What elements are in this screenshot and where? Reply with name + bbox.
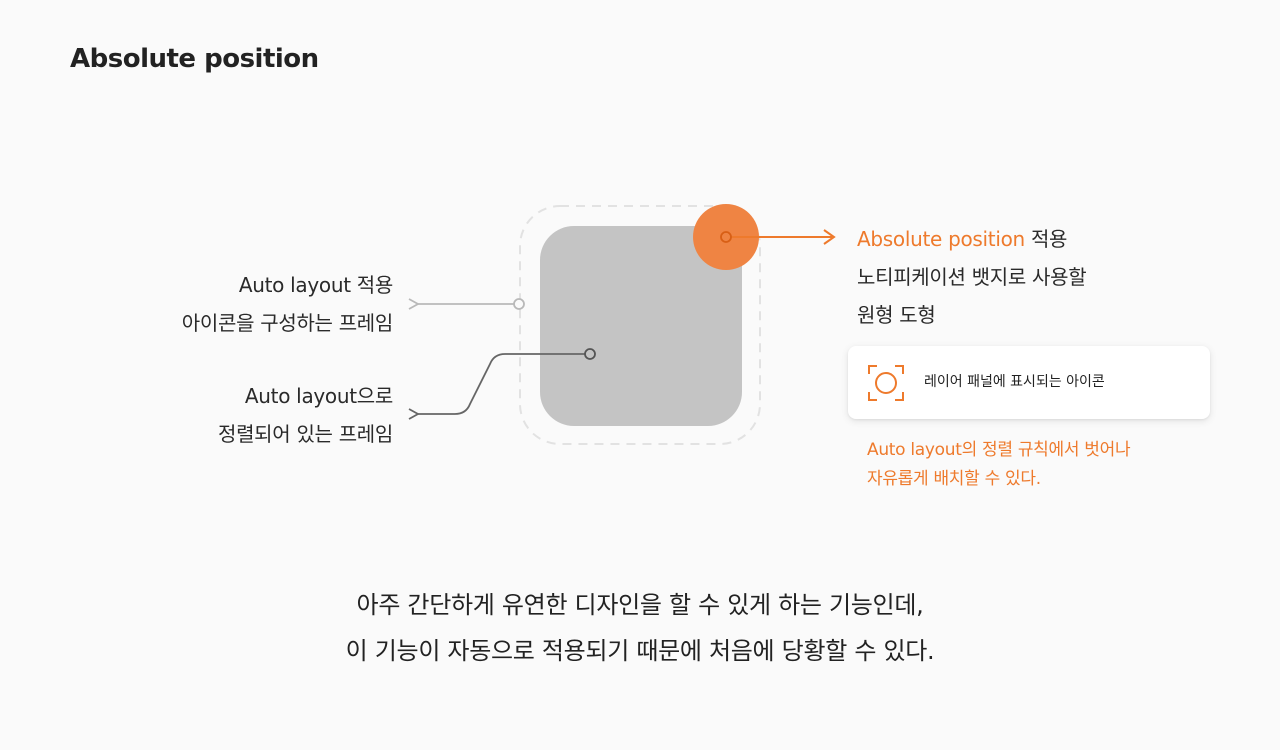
connector-frame-dot [513, 298, 525, 310]
connector-aligned [408, 353, 585, 420]
bottom-description-line1: 아주 간단하게 유연한 디자인을 할 수 있게 하는 기능인데, [356, 591, 924, 619]
label-auto-layout-frame-line2: 아이콘을 구성하는 프레임 [181, 311, 394, 335]
layer-panel-card: 레이어 패널에 표시되는 아이콘 [848, 346, 1210, 419]
auto-layout-note: Auto layout의 정렬 규칙에서 벗어나 자유롭게 배치할 수 있다. [867, 436, 1131, 494]
label-absolute-position: Absolute position 적용 노티피케이션 뱃지로 사용할 원형 도… [857, 220, 1087, 334]
bottom-description-line2: 이 기능이 자동으로 적용되기 때문에 처음에 당황할 수 있다. [345, 637, 935, 665]
connector-badge-arrowhead [823, 229, 836, 245]
label-aligned-frame: Auto layout으로 정렬되어 있는 프레임 [218, 377, 393, 453]
auto-layout-note-line1: Auto layout의 정렬 규칙에서 벗어나 [867, 440, 1131, 460]
label-absolute-position-line3: 원형 도형 [857, 303, 936, 327]
connector-aligned-dot [584, 348, 596, 360]
label-auto-layout-frame: Auto layout 적용 아이콘을 구성하는 프레임 [181, 266, 394, 342]
label-auto-layout-frame-line1: Auto layout 적용 [238, 273, 393, 297]
label-aligned-frame-line2: 정렬되어 있는 프레임 [217, 422, 393, 446]
absolute-position-highlight: Absolute position [857, 227, 1025, 251]
label-absolute-position-line1: Absolute position 적용 [857, 220, 1086, 258]
label-absolute-position-line2: 노티피케이션 뱃지로 사용할 [857, 265, 1087, 289]
absolute-position-line1-rest: 적용 [1024, 227, 1068, 251]
layer-panel-label: 레이어 패널에 표시되는 아이콘 [924, 374, 1105, 390]
page-title: Absolute position [70, 44, 319, 74]
auto-layout-note-line2: 자유롭게 배치할 수 있다. [867, 469, 1041, 489]
inner-frame-square [540, 226, 742, 426]
auto-layout-frame [519, 205, 761, 445]
connector-badge-dot [720, 231, 732, 243]
absolute-position-icon [866, 363, 906, 407]
bottom-description: 아주 간단하게 유연한 디자인을 할 수 있게 하는 기능인데, 이 기능이 자… [0, 582, 1280, 674]
label-aligned-frame-line1: Auto layout으로 [244, 384, 393, 408]
